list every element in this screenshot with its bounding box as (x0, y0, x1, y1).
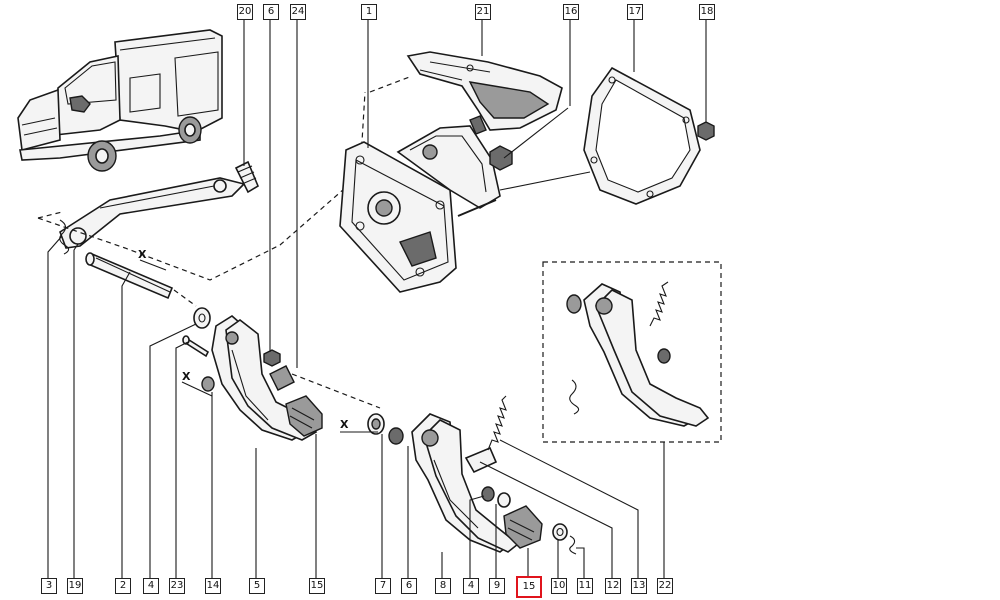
detail-inset-frame (542, 261, 722, 443)
callout-9: 9 (489, 578, 505, 594)
callout-3: 3 (41, 578, 57, 594)
upper-mounting-bracket (406, 51, 563, 131)
callout-2: 2 (115, 578, 131, 594)
clip-24 (269, 365, 295, 391)
callout-4-left: 4 (143, 578, 159, 594)
callout-22: 22 (657, 578, 673, 594)
callout-21: 21 (475, 4, 491, 20)
assembly-guide-line-3 (369, 75, 413, 93)
callout-14: 14 (205, 578, 221, 594)
callout-6-bottom: 6 (401, 578, 417, 594)
nut-18 (697, 121, 715, 141)
bottom-leader-lines (47, 235, 665, 578)
callout-19: 19 (67, 578, 83, 594)
nut-6-middle (388, 427, 404, 445)
callout-17: 17 (627, 4, 643, 20)
callout-15-left: 15 (309, 578, 325, 594)
bushing-7 (367, 413, 385, 435)
callout-20: 20 (237, 4, 253, 20)
callout-10: 10 (551, 578, 567, 594)
washer-4-left (193, 307, 211, 329)
callout-12: 12 (605, 578, 621, 594)
callout-6-top: 6 (263, 4, 279, 20)
washer-9 (497, 492, 511, 508)
leader-gasket (499, 171, 591, 191)
pivot-rod-2 (85, 252, 174, 300)
pedal-pad-15-left (285, 395, 323, 437)
return-spring-13 (487, 395, 507, 451)
callout-8: 8 (435, 578, 451, 594)
clip-3 (59, 219, 70, 255)
dimension-x-middle: X (340, 418, 349, 431)
callout-24: 24 (290, 4, 306, 20)
callout-11: 11 (577, 578, 593, 594)
callout-1: 1 (361, 4, 377, 20)
callout-18: 18 (699, 4, 715, 20)
top-leader-lines (243, 18, 707, 368)
assembly-guide-line-5 (291, 373, 381, 409)
nut-6-left (263, 349, 281, 367)
callout-16: 16 (563, 4, 579, 20)
inset-pedal-assembly (566, 281, 710, 427)
callout-13: 13 (631, 578, 647, 594)
pedal-box-plate (339, 115, 501, 293)
clip-11 (569, 535, 577, 555)
pedal-support-bracket (59, 177, 246, 249)
callout-15-highlighted[interactable]: 15 (516, 576, 542, 598)
washer-10 (552, 523, 568, 541)
callout-23: 23 (169, 578, 185, 594)
bushing-14 (201, 376, 215, 392)
callout-7: 7 (375, 578, 391, 594)
leader-16 (503, 107, 569, 159)
callout-5: 5 (249, 578, 265, 594)
pedal-pad-15-right (503, 505, 543, 549)
dimension-lines (139, 259, 378, 433)
brake-pedal-lever (411, 413, 520, 553)
dimension-x-left-pedal: X (182, 370, 191, 383)
van-illustration (17, 29, 223, 172)
dimension-x-rod: X (138, 248, 147, 261)
assembly-guide-line-4 (173, 289, 197, 307)
gasket-frame (583, 66, 701, 205)
nut-16 (489, 145, 513, 171)
washer-4-middle (481, 486, 495, 502)
bolt-23 (182, 335, 210, 358)
assembly-guide-line-2 (37, 211, 63, 219)
callout-4-middle: 4 (463, 578, 479, 594)
